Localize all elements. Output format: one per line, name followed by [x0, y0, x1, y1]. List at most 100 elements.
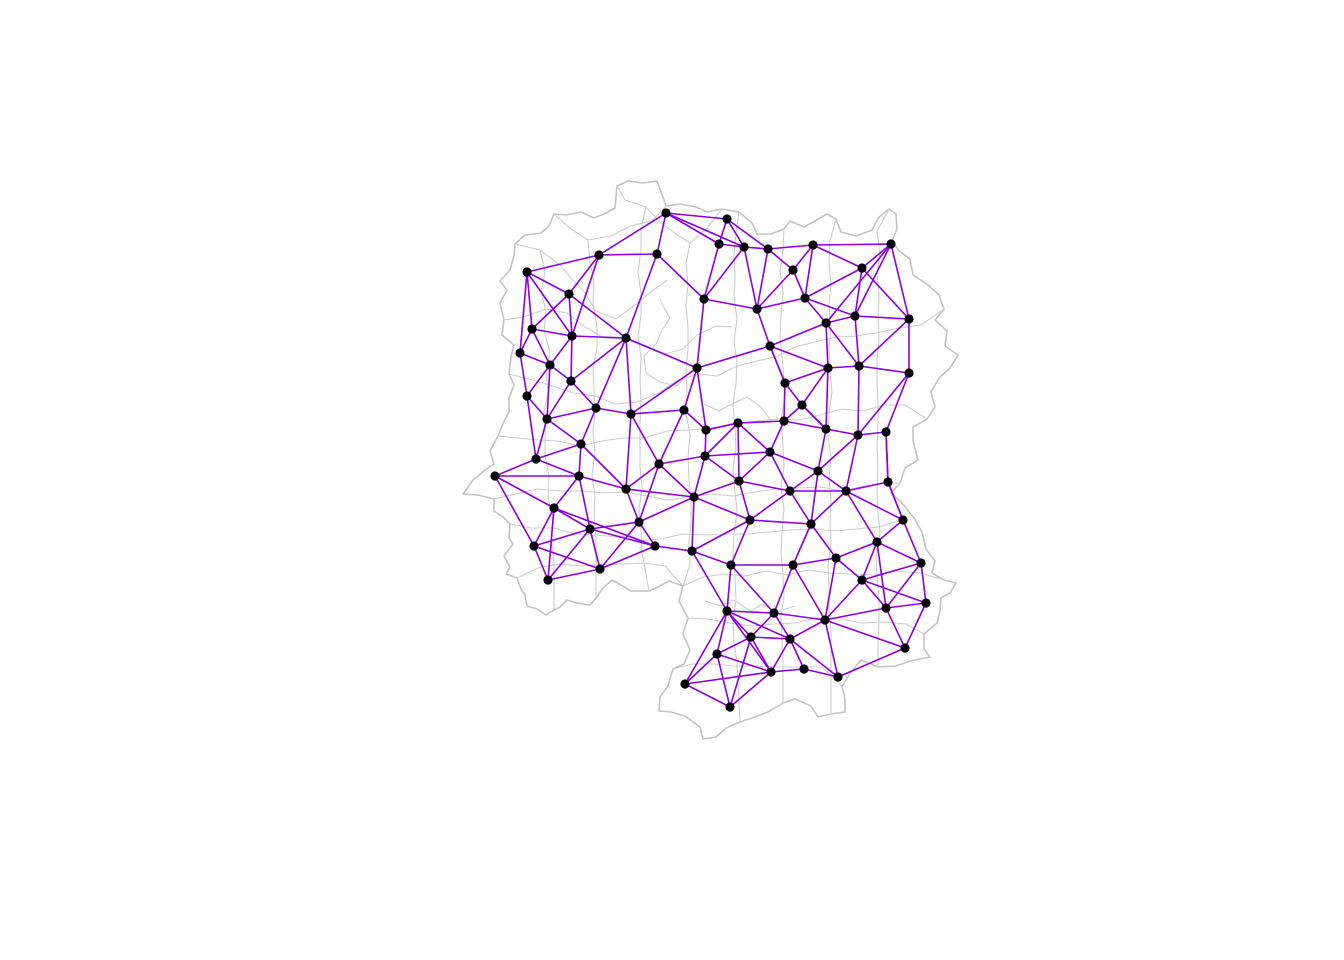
network-node	[545, 360, 555, 370]
network-edge	[861, 541, 878, 581]
network-node	[567, 331, 577, 341]
network-edge	[526, 271, 573, 337]
network-node	[734, 476, 744, 486]
network-edge	[546, 407, 597, 420]
network-node	[722, 214, 732, 224]
network-node	[813, 466, 823, 476]
network-node	[527, 324, 537, 334]
district-border	[703, 396, 772, 422]
network-edge	[738, 480, 751, 521]
network-node	[904, 314, 914, 324]
network-edge	[756, 269, 794, 310]
network-node	[549, 503, 559, 513]
network-node	[595, 564, 605, 574]
network-edge	[769, 451, 791, 492]
network-edge	[773, 564, 794, 614]
network-edge	[825, 315, 856, 324]
network-nodes	[490, 208, 931, 712]
network-edge	[827, 365, 860, 369]
network-edge	[825, 367, 829, 430]
network-edge	[578, 443, 582, 477]
network-edge	[625, 413, 632, 490]
network-edge	[817, 470, 847, 492]
network-edge	[625, 488, 640, 523]
network-edge	[730, 564, 775, 614]
network-edge	[546, 418, 582, 445]
network-edge	[854, 315, 860, 367]
network-edge	[693, 480, 740, 498]
network-node	[752, 304, 762, 314]
network-edge	[535, 458, 580, 477]
network-edge	[789, 490, 812, 525]
network-node	[765, 447, 775, 457]
network-node	[594, 250, 604, 260]
network-edge	[568, 293, 627, 339]
network-node	[726, 560, 736, 570]
network-node	[591, 403, 601, 413]
network-node	[850, 311, 860, 321]
network-node	[564, 289, 574, 299]
network-edge	[683, 409, 707, 431]
network-edge	[703, 246, 745, 300]
network-edge	[693, 496, 751, 521]
network-edge	[535, 418, 548, 460]
network-edge	[858, 318, 910, 367]
network-node	[904, 368, 914, 378]
network-edge	[531, 328, 551, 366]
network-edge	[825, 322, 829, 369]
network-edge	[887, 481, 904, 521]
network-edge	[726, 218, 769, 250]
network-edge	[749, 490, 791, 521]
network-edge	[625, 488, 695, 498]
network-edge	[693, 455, 706, 498]
network-node	[745, 515, 755, 525]
network-edge	[656, 253, 705, 300]
network-edge	[526, 271, 570, 295]
network-node	[854, 361, 864, 371]
network-edge	[817, 434, 859, 472]
network-edge	[767, 244, 814, 250]
network-edge	[767, 248, 794, 271]
network-edge	[803, 668, 839, 678]
network-edge	[716, 653, 772, 673]
network-edge	[494, 475, 555, 509]
network-node	[785, 486, 795, 496]
network-edge	[789, 619, 826, 640]
network-edge	[599, 521, 640, 570]
network-node	[799, 664, 809, 674]
network-edge	[533, 545, 549, 581]
network-node	[634, 517, 644, 527]
network-edge	[857, 431, 887, 436]
network-edge	[789, 470, 819, 492]
network-node	[543, 575, 553, 585]
network-edge	[743, 246, 758, 310]
network-node	[900, 643, 910, 653]
network-edge	[696, 298, 705, 369]
network-edge	[665, 212, 720, 245]
network-edge	[737, 422, 771, 453]
network-edge	[526, 395, 537, 460]
network-node	[841, 486, 851, 496]
network-edge	[547, 528, 591, 581]
network-edge	[589, 528, 656, 547]
network-node	[712, 649, 722, 659]
network-node	[857, 575, 867, 585]
network-node	[621, 333, 631, 343]
network-edge	[885, 607, 906, 649]
network-edge	[792, 564, 826, 621]
network-edge	[571, 335, 627, 339]
network-edges	[494, 212, 927, 708]
network-edge	[531, 328, 573, 337]
network-node	[921, 598, 931, 608]
network-edge	[789, 638, 839, 678]
network-edge	[845, 490, 904, 521]
network-node	[881, 603, 891, 613]
network-edge	[568, 254, 600, 295]
network-edge	[784, 367, 829, 384]
network-node	[788, 265, 798, 275]
network-node	[515, 348, 525, 358]
network-edge	[553, 475, 580, 509]
district-border	[643, 299, 691, 387]
network-edge	[630, 367, 698, 415]
network-node	[883, 477, 893, 487]
